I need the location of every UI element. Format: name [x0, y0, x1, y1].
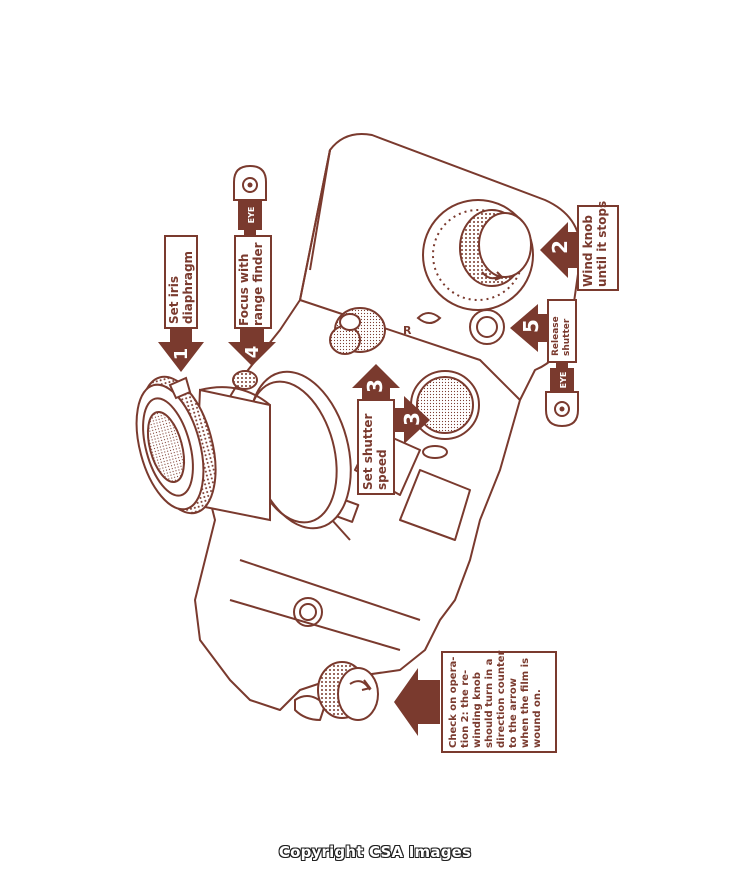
check-note-line-3: winding knob	[472, 672, 483, 748]
step-5-callout: Release shutter 5 EYE	[510, 299, 579, 428]
step-3-number: 3	[363, 379, 387, 393]
step-1-callout: Set iris diaphragm 1	[158, 235, 204, 372]
step-4-line-1: Focus with	[237, 254, 251, 326]
check-note-line-8: wound on.	[532, 689, 543, 748]
step-2-line-2: until it stops	[595, 201, 609, 287]
check-note-callout: Check on opera- tion 2: the re- winding …	[394, 647, 557, 753]
step-2-callout: Wind knob until it stops 2	[540, 201, 619, 291]
step-1-line-1: Set iris	[167, 276, 181, 324]
step-4-callout: Focus with range finder 4 EYE	[228, 164, 276, 366]
check-note-line-7: when the film is	[520, 658, 531, 748]
svg-text:Set iris diaphragm: Set iris diaphragm	[167, 251, 195, 324]
step-3-line-2: speed	[375, 449, 389, 490]
step-3-callout: Set shutter speed 3 3	[352, 364, 430, 495]
step-5-eye-label: EYE	[559, 372, 568, 389]
svg-text:Wind knob until it stops: Wind knob until it stops	[581, 201, 609, 287]
step-2-number: 2	[548, 240, 572, 254]
step-3-number-2: 3	[400, 412, 424, 426]
step-4-eye-label: EYE	[247, 207, 256, 224]
rewind-knob	[317, 661, 379, 721]
check-note-line-1: Check on opera-	[448, 657, 459, 748]
shutter-speed-dial	[410, 370, 480, 459]
step-5-line-1: Release	[551, 316, 561, 356]
step-4-number: 4	[242, 346, 263, 359]
check-note-line-2: tion 2: the re-	[460, 670, 471, 748]
accessory-shoe-knob	[329, 307, 386, 355]
step-5-number: 5	[519, 319, 543, 333]
step-1-line-2: diaphragm	[181, 251, 195, 324]
step-1-number: 1	[171, 348, 192, 361]
camera-lens	[135, 370, 352, 530]
step-3-line-1: Set shutter	[361, 413, 375, 490]
step-4-line-2: range finder	[251, 242, 265, 326]
svg-text:Focus with range finder: Focus with range finder	[237, 242, 265, 326]
copyright-watermark: Copyright CSA Images	[278, 843, 472, 861]
step-2-line-1: Wind knob	[581, 215, 595, 287]
check-note-line-4: should turn in a	[484, 659, 495, 748]
step-5-line-2: shutter	[562, 318, 572, 356]
svg-text:Check on opera- tion 2:: Check on opera- tion 2: the re- winding …	[448, 647, 543, 748]
release-button: R	[403, 309, 505, 345]
wind-knob	[422, 199, 534, 311]
svg-text:Release shutter: Release shutter	[551, 313, 572, 356]
check-note-line-6: to the arrow	[508, 678, 519, 748]
svg-text:Set shutter speed: Set shutter speed	[361, 409, 389, 490]
svg-text:R: R	[403, 324, 412, 337]
check-note-line-5: direction counter	[496, 650, 507, 748]
